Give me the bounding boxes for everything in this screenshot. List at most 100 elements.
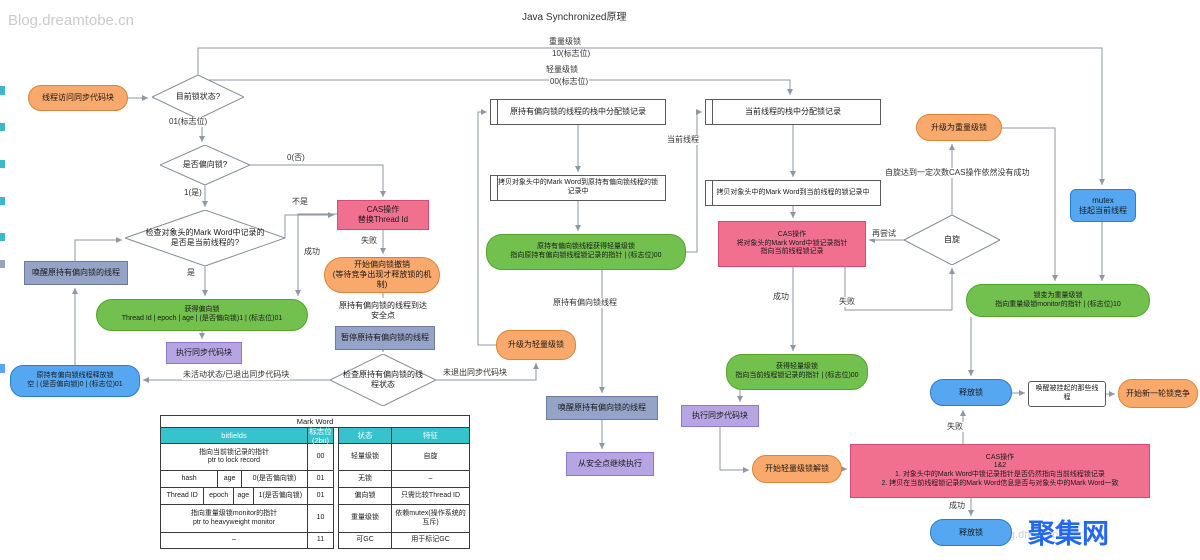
cell-bitfields: 指向重量级锁monitor的指针 ptr to heavyweight moni…: [160, 505, 308, 533]
node-got-biased-lock: 获得偏向锁 Thread Id | epoch | age | (是否偏向锁)1…: [96, 299, 308, 331]
cell-bitfields: 指向当前锁记录的指针 ptr to lock record: [160, 444, 308, 471]
mark-word-table: Mark Word bitfields 标志位(2bit) 状态 特征 指向当前…: [160, 415, 470, 549]
node-cas-replace-threadid: CAS操作 替换Thread Id: [337, 200, 429, 230]
node-new-lock-competition: 开始新一轮锁竞争: [1118, 379, 1198, 408]
cell-bitfields-sub: hash: [161, 471, 219, 487]
node-alloc-lock-record-orig: 原持有偏向锁的线程的栈中分配锁记录: [490, 99, 666, 125]
decision-check-owner: 检查对象头的Mark Word中记录的 是否是当前线程的?: [125, 210, 285, 266]
cell-state: 重量级锁: [338, 505, 392, 533]
table-header-state: 状态: [338, 428, 392, 444]
page-title: Java Synchronized原理: [522, 12, 627, 23]
label-success-2: 成功: [772, 292, 790, 302]
label-not-owner: 不是: [291, 197, 309, 207]
table-row: – 11 可GC 用于标记GC: [160, 533, 470, 549]
decision-thread-state-label: 检查原持有偏向锁的线程状态: [343, 370, 423, 389]
table-row: 指向当前锁记录的指针 ptr to lock record 00 轻量级锁 自旋: [160, 444, 470, 471]
cell-feature: 自旋: [392, 444, 470, 471]
label-fail-3: 失败: [946, 422, 964, 432]
cell-flag: 01: [308, 488, 334, 505]
node-release-lock-2: 释放锁: [930, 379, 1012, 406]
table-title: Mark Word: [160, 415, 470, 428]
cell-state: 无锁: [338, 471, 392, 488]
node-release-biased-lock: 原持有偏向锁线程释放锁 空 | (是否偏向锁)0 | (标志位)01: [10, 365, 140, 397]
node-orig-got-lightweight: 原持有偏向锁线程获得轻量级锁 指向原持有偏向锁线程锁记录的指针 | (标志位)0…: [486, 234, 686, 270]
decision-thread-state: 检查原持有偏向锁的线程状态: [330, 354, 436, 406]
cell-feature: 只需比较Thread ID: [392, 488, 470, 505]
cell-flag: 00: [308, 444, 334, 471]
label-inactive-state: 未活动状态/已退出同步代码块: [182, 370, 291, 380]
node-start-lightweight-unlock: 开始轻量级锁解锁: [752, 455, 842, 483]
node-exec-sync-block-1: 执行同步代码块: [166, 342, 242, 364]
brand-logo[interactable]: 聚集网: [1028, 519, 1109, 549]
node-cas-point-lock-record: CAS操作 将对象头的Mark Word中锁记录指针 指向当前线程锁记录: [718, 221, 866, 267]
node-cas-unlock-check: CAS操作 1&2 1. 对象头中的Mark Word中锁记录指针是否仍然指向当…: [850, 444, 1150, 498]
label-flag-01: 01(标志位): [168, 117, 209, 127]
cell-bitfields-sub: age: [234, 488, 254, 504]
cell-flag: 10: [308, 505, 334, 533]
label-current-thread: 当前线程: [666, 135, 700, 145]
label-retry: 再尝试: [871, 229, 897, 239]
node-become-heavyweight: 锁变为重量级锁 指向重量级锁monitor的指针 | (标志位)10: [966, 284, 1150, 317]
decision-spin: 自旋: [904, 215, 1000, 265]
label-success-1: 成功: [303, 247, 321, 257]
decision-check-owner-label: 检查对象头的Mark Word中记录的 是否是当前线程的?: [145, 228, 265, 247]
cell-flag: 01: [308, 471, 334, 488]
node-wake-suspended-threads: 唤醒被挂起的那些线程: [1028, 381, 1106, 407]
label-fail-1: 失败: [360, 236, 378, 246]
node-copy-markword-orig: 拷贝对象头中的Mark Word到原持有偏向锁线程的锁记录中: [490, 175, 666, 201]
node-exec-sync-block-2: 执行同步代码块: [681, 405, 759, 427]
decision-is-biased-label: 是否偏向锁?: [182, 160, 228, 170]
node-revoke-bias: 开始偏向锁撤销 (等待竞争出现才释放锁的机制): [324, 257, 440, 293]
cell-state: 可GC: [338, 533, 392, 549]
decision-is-biased: 是否偏向锁?: [160, 145, 250, 185]
label-fail-2: 失败: [838, 297, 856, 307]
node-mutex-suspend: mutex 挂起当前线程: [1070, 189, 1136, 222]
table-header-bitfields: bitfields: [160, 428, 308, 444]
cell-bitfields-sub: age: [218, 471, 242, 487]
table-header-feature: 特征: [392, 428, 470, 444]
node-alloc-lock-record-cur: 当前线程的栈中分配锁记录: [705, 99, 881, 125]
canvas-clipped-shape: [0, 260, 5, 268]
table-row: hash age 0(是否偏向锁) 01 无锁 –: [160, 471, 470, 488]
node-release-lock-1: 释放锁: [930, 519, 1012, 546]
decision-lock-state: 目前锁状态?: [152, 75, 244, 119]
watermark-text: Blog.dreamtobe.cn: [8, 12, 134, 29]
node-pause-orig-thread: 暂停原持有偏向锁的线程: [335, 326, 435, 350]
cell-feature: –: [392, 471, 470, 488]
cell-bitfields-sub: 1(是否偏向锁): [258, 491, 303, 499]
decision-spin-label: 自旋: [944, 235, 960, 245]
label-yes: 1(是): [183, 188, 203, 198]
cell-state: 轻量级锁: [338, 444, 392, 471]
decision-lock-state-label: 目前锁状态?: [175, 92, 221, 102]
node-got-lightweight-lock: 获得轻量级锁 指向当前线程锁记录的指针 | (标志位)00: [726, 354, 868, 390]
canvas-clipped-shape: [0, 197, 5, 205]
cell-bitfields-sub: Thread ID: [161, 488, 205, 504]
node-resume-from-safepoint: 从安全点继续执行: [566, 452, 654, 476]
label-heavyweight-flag: 10(标志位): [551, 49, 592, 59]
node-wake-orig-thread-2: 唤醒原持有偏向锁的线程: [546, 396, 658, 420]
label-orig-thread: 原持有偏向锁线程: [552, 298, 618, 308]
cell-bitfields-sub: 0(是否偏向锁): [252, 474, 297, 482]
node-start: 线程访问同步代码块: [28, 85, 128, 111]
cell-bitfields: –: [160, 533, 308, 549]
canvas-clipped-shape: [0, 123, 5, 131]
canvas-clipped-shape: [0, 233, 5, 241]
watermark-bottom-text: Blog.dreamtobe.cn: [993, 529, 1086, 541]
cell-state: 偏向锁: [338, 488, 392, 505]
canvas-clipped-shape: [0, 364, 5, 373]
label-heavyweight-lock: 重量级锁: [548, 37, 582, 47]
table-row: 指向重量级锁monitor的指针 ptr to heavyweight moni…: [160, 505, 470, 533]
canvas-clipped-shape: [0, 160, 5, 168]
cell-feature: 依赖mutex(操作系统的互斥): [392, 505, 470, 533]
text-reach-safepoint: 原持有偏向锁的线程到达安全点: [333, 298, 433, 324]
table-row: Thread ID epoch age 1(是否偏向锁) 01 偏向锁 只需比较…: [160, 488, 470, 505]
label-lightweight-lock: 轻量级锁: [545, 65, 579, 75]
cell-feature: 用于标记GC: [392, 533, 470, 549]
cell-flag: 11: [308, 533, 334, 549]
node-upgrade-lightweight: 升级为轻量级锁: [496, 330, 576, 360]
label-owner: 是: [186, 268, 196, 278]
label-spin-limit: 自旋达到一定次数CAS操作依然没有成功: [884, 168, 1031, 178]
node-upgrade-heavyweight: 升级为重量级锁: [916, 114, 1002, 141]
